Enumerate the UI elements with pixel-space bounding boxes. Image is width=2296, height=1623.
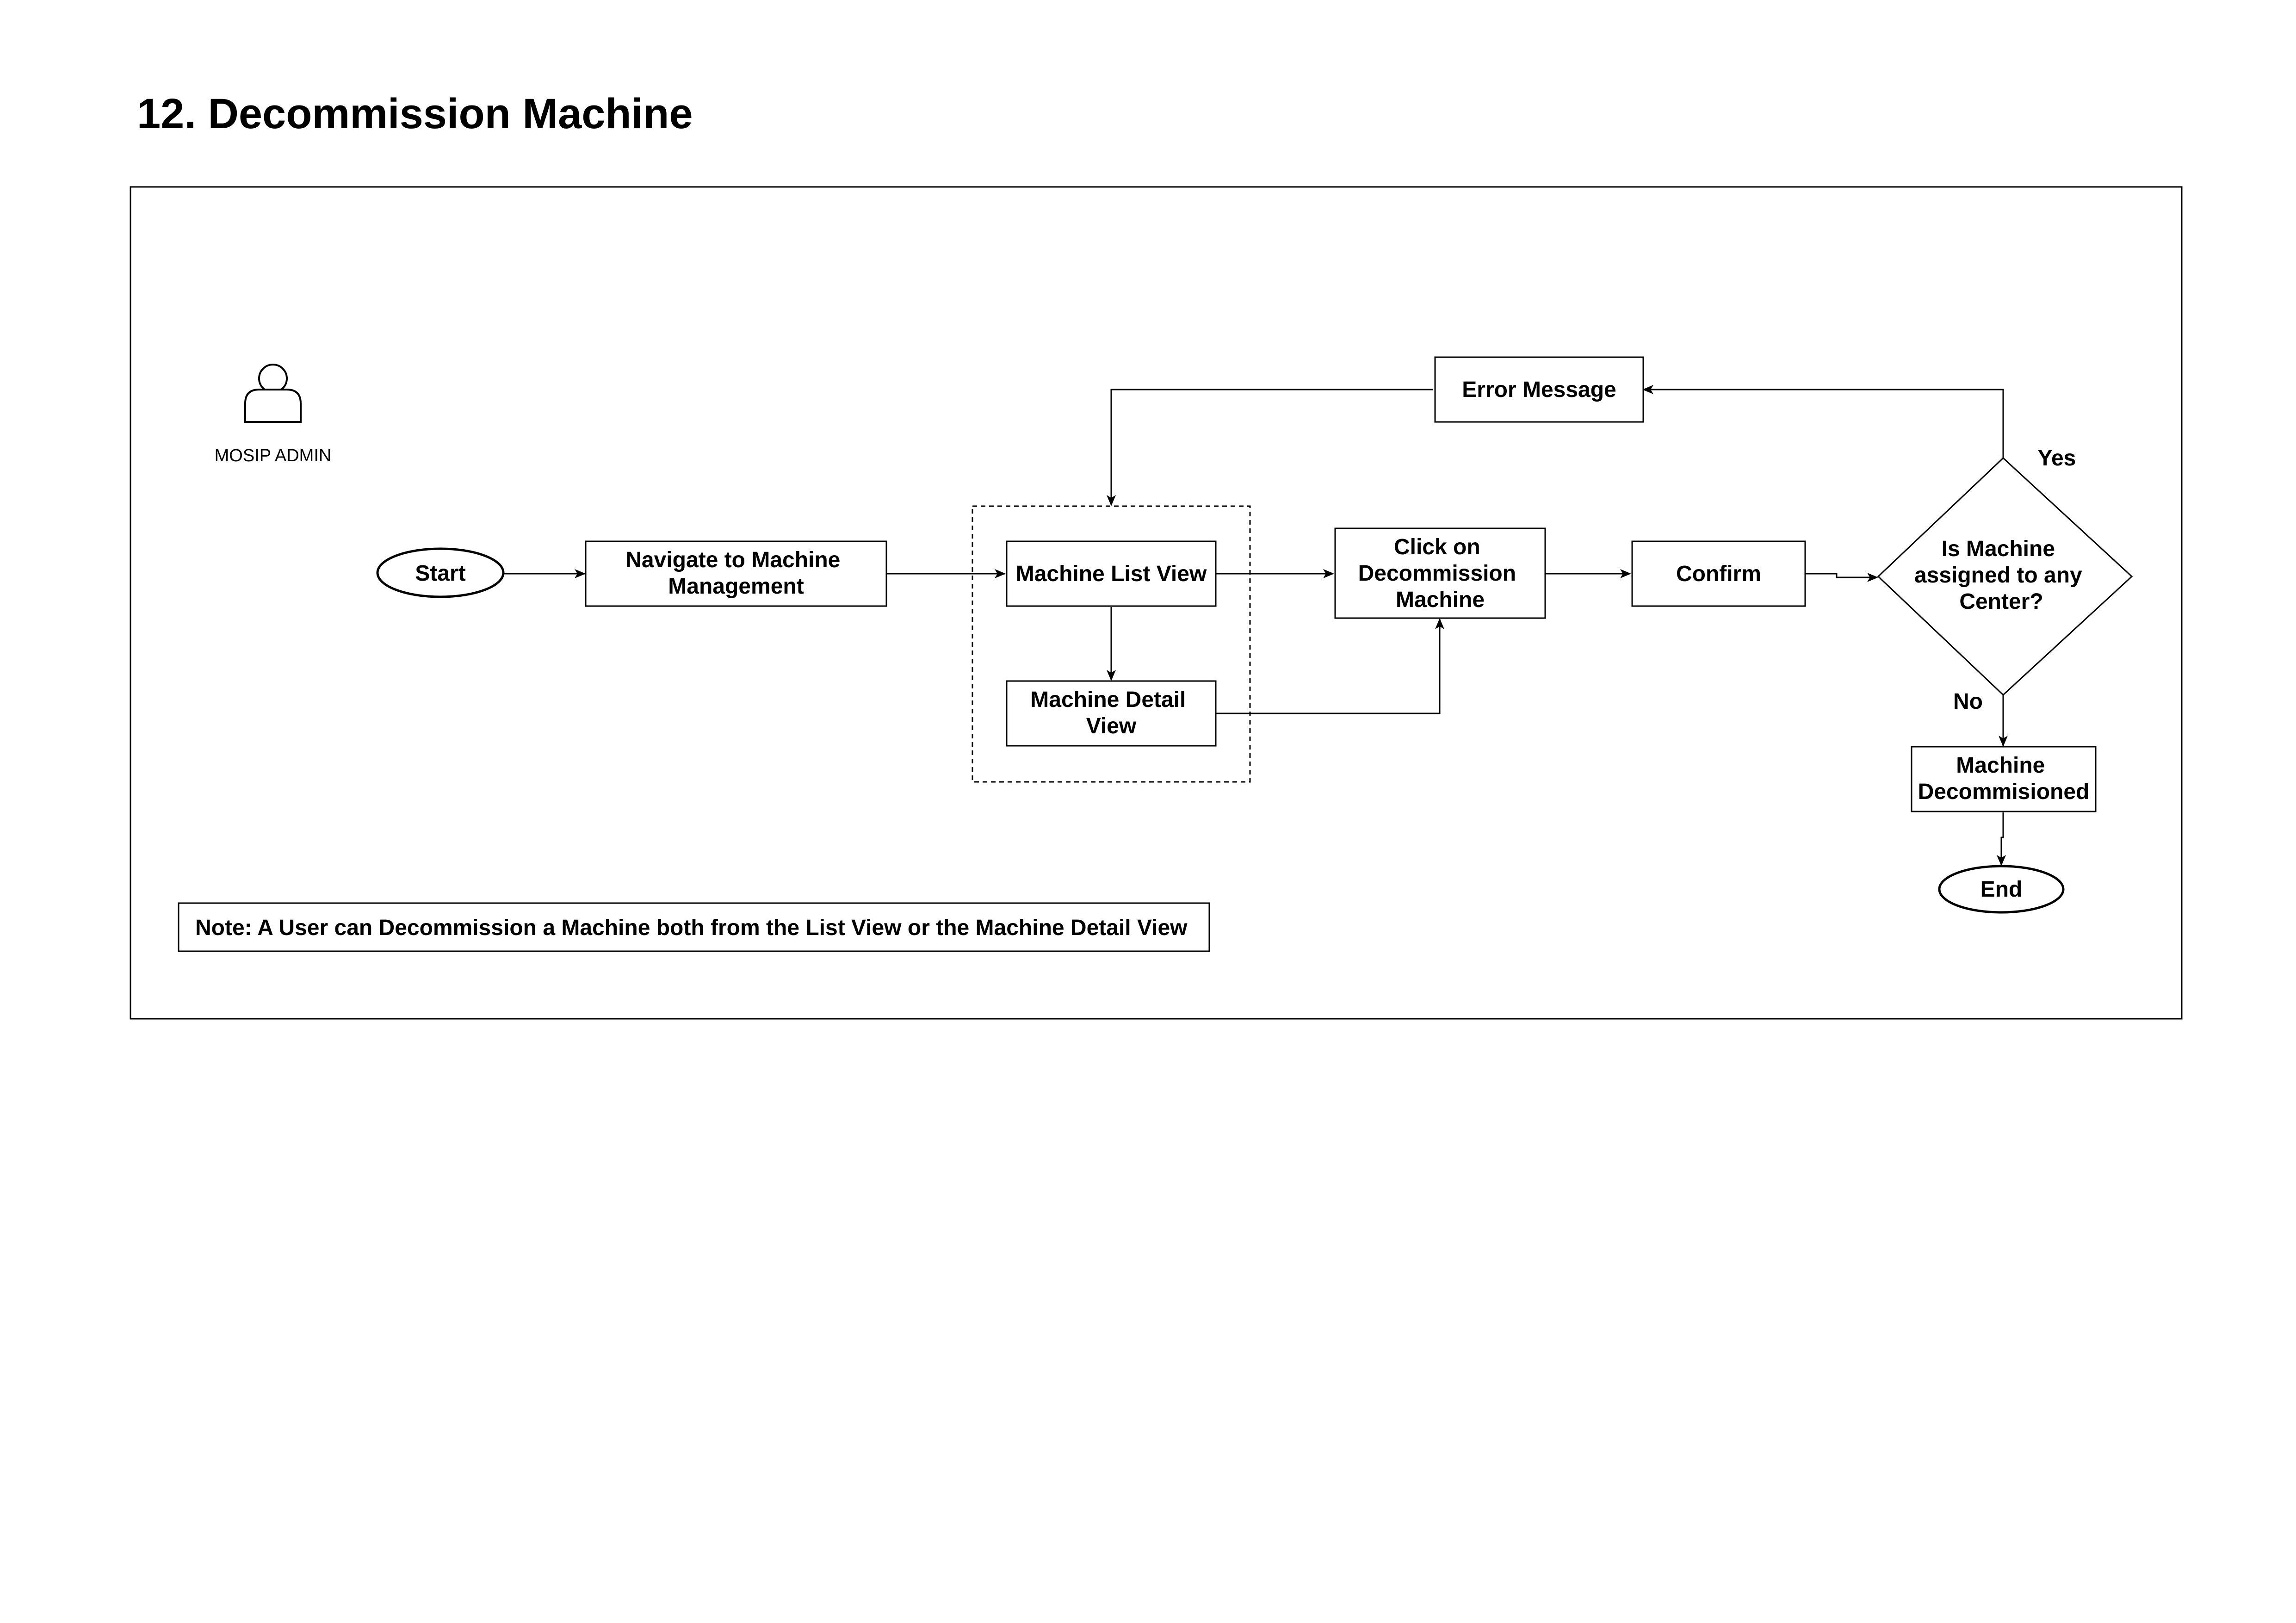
note-box: Note: A User can Decommission a Machine …: [178, 902, 1210, 952]
node-confirm: Confirm: [1631, 540, 1806, 607]
actor-label: MOSIP ADMIN: [215, 446, 332, 465]
node-detail-view: Machine Detail View: [1006, 680, 1217, 747]
node-detail-view-line1: Machine Detail: [1030, 688, 1186, 712]
view-group-box: [972, 505, 1251, 783]
node-navigate-line1: Navigate to Machine: [625, 548, 840, 572]
node-decision-line1: Is Machine: [1942, 537, 2055, 561]
node-start-label: Start: [415, 561, 465, 586]
actor-mosip-admin: MOSIP ADMIN: [215, 364, 332, 465]
edge-detail-click: [1216, 618, 1444, 714]
node-start: Start: [376, 547, 505, 598]
node-detail-view-line2: View: [1086, 714, 1137, 738]
node-navigate: Navigate to Machine Management: [585, 540, 887, 607]
node-decision-line3: Center?: [1959, 589, 2043, 614]
svg-text:Navigate to Machine Ma: Navigate to Machine Management: [625, 548, 846, 599]
node-list-view: Machine List View: [1006, 540, 1217, 607]
svg-text:Is Machine assigned to: Is Machine assigned to any Center?: [1914, 537, 2088, 614]
node-decommissioned-line1: Machine: [1956, 753, 2045, 778]
node-error: Error Message: [1434, 356, 1644, 423]
node-decision-line2: assigned to any: [1914, 563, 2082, 588]
node-click-decommission: Click on Decommission Machine: [1334, 527, 1546, 619]
svg-text:Click on Decommission: Click on Decommission Machine: [1358, 535, 1522, 612]
edge-confirm-decision: [1805, 573, 1878, 582]
node-end: End: [1938, 865, 2065, 914]
diagram-frame: [130, 186, 2183, 1020]
node-navigate-line2: Management: [668, 574, 804, 599]
node-end-label: End: [1980, 877, 2023, 902]
edge-label-no: No: [1953, 689, 1983, 714]
node-confirm-label: Confirm: [1676, 562, 1761, 586]
edge-decommissioned-end: [1997, 812, 2006, 866]
edge-decision-error: [1642, 385, 2004, 458]
user-icon: [244, 364, 302, 423]
node-list-view-label: Machine List View: [1016, 562, 1207, 586]
page-title: 12. Decommission Machine: [137, 90, 693, 137]
node-click-line2: Decommission: [1358, 561, 1516, 586]
svg-text:Machine Decommisioned: Machine Decommisioned: [1918, 753, 2090, 804]
edge-error-list: [1107, 389, 1433, 506]
edges: [503, 385, 2008, 866]
node-click-line1: Click on: [1394, 535, 1480, 559]
svg-text:Machine Detail View: Machine Detail View: [1030, 688, 1192, 738]
edge-label-yes: Yes: [2038, 446, 2076, 471]
note-text: Note: A User can Decommission a Machine …: [195, 916, 1188, 940]
node-decommissioned: Machine Decommisioned: [1911, 746, 2097, 812]
node-decision: Is Machine assigned to any Center?: [1877, 457, 2133, 696]
node-click-line3: Machine: [1396, 588, 1485, 612]
node-decommissioned-line2: Decommisioned: [1918, 780, 2090, 804]
node-error-label: Error Message: [1462, 378, 1616, 402]
